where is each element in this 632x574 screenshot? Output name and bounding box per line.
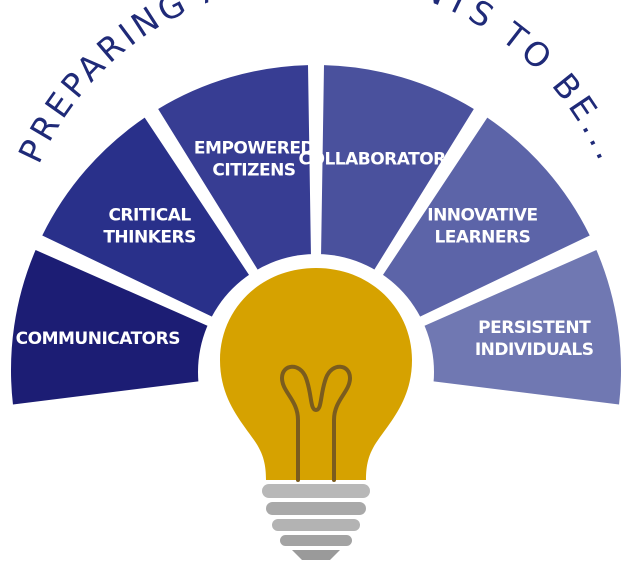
segment-label-line: EMPOWERED [194, 138, 315, 158]
segment-collaborators [320, 65, 474, 274]
segment-label-line: THINKERS [103, 227, 196, 247]
segment-label-communicators: COMMUNICATORS [16, 329, 180, 349]
segment-label-line: COMMUNICATORS [16, 329, 180, 349]
segment-critical-thinkers [42, 117, 252, 319]
segment-empowered-citizens [158, 65, 312, 274]
segment-innovative-learners [380, 117, 590, 319]
segment-label-line: LEARNERS [434, 227, 530, 247]
segment-label-line: PERSISTENT [478, 318, 591, 338]
segment-label-line: CITIZENS [212, 160, 295, 180]
segment-label-line: COLLABORATORS [299, 149, 458, 169]
segment-persistent-individuals [419, 250, 621, 405]
diagram-title: PREPARING ALL STUDENTS TO BE... [11, 0, 630, 169]
segment-label-line: CRITICAL [108, 205, 191, 225]
segment-label-collaborators: COLLABORATORS [299, 149, 458, 169]
lightbulb-icon [198, 254, 434, 560]
segment-communicators [11, 250, 213, 405]
segment-label-line: INDIVIDUALS [475, 340, 594, 360]
segment-label-line: INNOVATIVE [427, 205, 537, 225]
